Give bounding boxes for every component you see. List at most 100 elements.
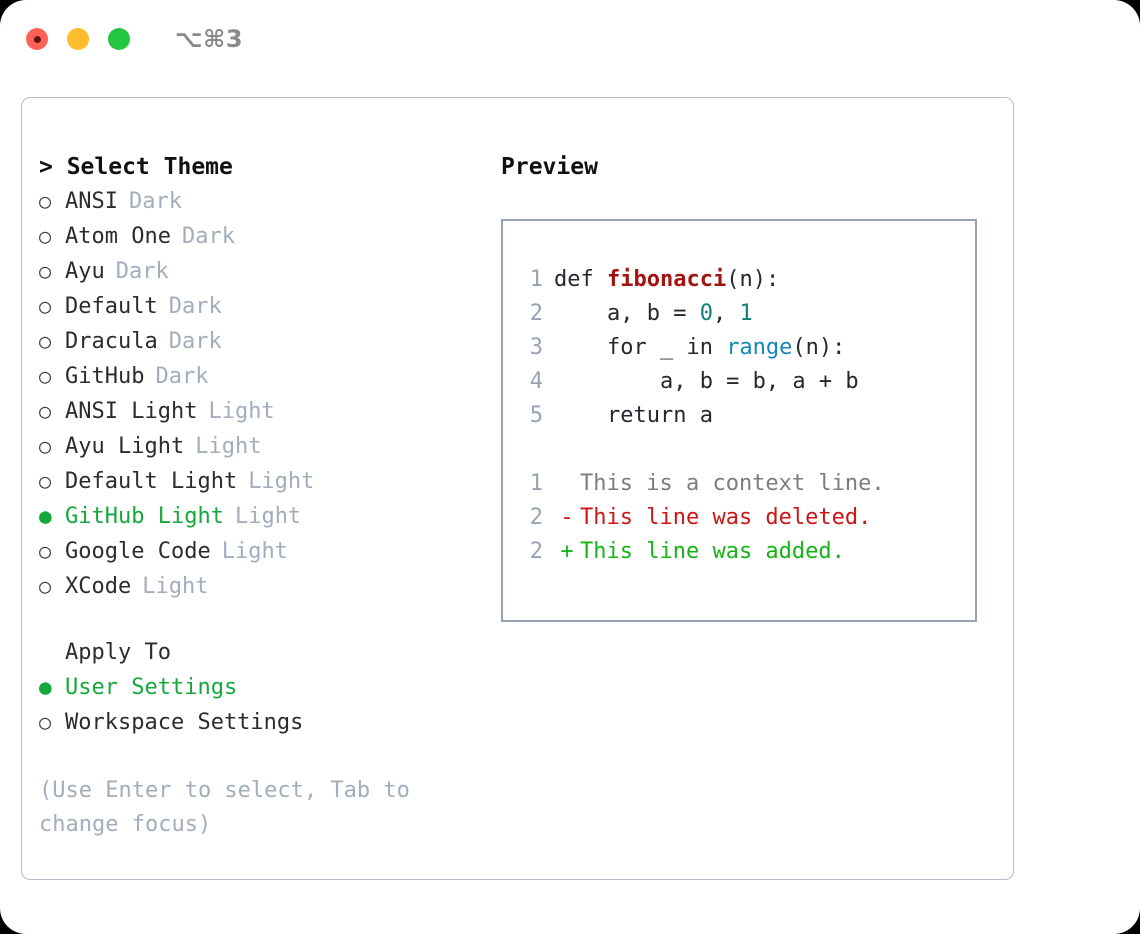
theme-option-8[interactable]: ○ Default Light Light [39,464,489,499]
theme-variant-tag: Light [221,539,288,564]
theme-variant-tag: Light [234,504,302,529]
theme-option-2[interactable]: ○ Ayu Dark [39,254,489,289]
theme-option-6[interactable]: ○ ANSI Light Light [39,394,489,429]
code-token-plain: def [554,267,607,292]
code-token-plain: (n): [726,267,780,292]
line-number: 1 [529,471,543,496]
line-number: 4 [529,369,543,394]
code-token-plain: for _ in [554,335,727,360]
theme-variant-tag: Dark [168,294,222,319]
keyboard-shortcut-label: ⌥⌘3 [175,25,244,53]
radio-unselected-icon: ○ [39,539,52,563]
theme-variant-tag: Dark [115,259,169,284]
diff-line-del: 2-This line was deleted. [503,501,975,535]
apply-to-header: Apply To [65,640,171,665]
apply-to-option-1[interactable]: ○ Workspace Settings [39,705,489,740]
preview-header: Preview [501,154,598,180]
apply-to-option-list: ● User Settings ○ Workspace Settings [39,670,489,740]
radio-unselected-icon: ○ [39,434,52,458]
theme-option-label: Dracula [65,329,158,354]
diff-line-context: 1 This is a context line. [503,467,975,501]
theme-option-label: Google Code [65,539,211,564]
theme-option-label: ANSI Light [65,399,198,424]
theme-option-label: XCode [65,574,132,599]
code-token-plain: a, b = [554,301,700,326]
radio-unselected-icon: ○ [39,710,52,734]
radio-unselected-icon: ○ [39,399,52,423]
radio-unselected-icon: ○ [39,224,52,248]
code-line: 2 a, b = 0, 1 [503,297,975,331]
theme-option-label: ANSI [65,189,118,214]
line-number: 2 [529,301,543,326]
theme-option-0[interactable]: ○ ANSI Dark [39,184,489,219]
diff-sample: 1 This is a context line.2-This line was… [503,467,975,569]
diff-line-add: 2+This line was added. [503,535,975,569]
radio-unselected-icon: ○ [39,364,52,388]
minimize-button[interactable] [67,28,89,50]
theme-option-5[interactable]: ○ GitHub Dark [39,359,489,394]
radio-unselected-icon: ○ [39,574,52,598]
theme-option-label: Default Light [65,469,238,494]
window-controls [26,28,130,50]
theme-variant-tag: Dark [181,224,235,249]
line-number: 2 [529,539,543,564]
diff-text: This is a context line. [580,471,885,496]
diff-marker [543,467,580,501]
theme-option-10[interactable]: ○ Google Code Light [39,534,489,569]
maximize-button[interactable] [108,28,130,50]
radio-selected-icon: ● [39,504,52,528]
theme-option-11[interactable]: ○ XCode Light [39,569,489,604]
theme-option-label: Atom One [65,224,171,249]
theme-variant-tag: Light [248,469,315,494]
diff-marker: + [560,539,574,564]
code-line: 4 a, b = b, a + b [503,365,975,399]
apply-to-option-label: User Settings [65,675,238,700]
theme-option-label: Ayu [65,259,105,284]
theme-option-label: Ayu Light [65,434,185,459]
radio-unselected-icon: ○ [39,259,52,283]
title-bar: ⌥⌘3 [0,0,1140,78]
theme-variant-tag: Light [142,574,209,599]
radio-unselected-icon: ○ [39,469,52,493]
code-text: a, b = b, a + b [543,365,859,399]
radio-unselected-icon: ○ [39,189,52,213]
radio-selected-icon: ● [39,675,52,699]
theme-option-label: GitHub [65,364,145,389]
close-button[interactable] [26,28,48,50]
radio-unselected-icon: ○ [39,329,52,353]
line-number: 5 [529,403,543,428]
select-theme-header: > Select Theme [39,154,233,180]
theme-variant-tag: Dark [155,364,209,389]
theme-variant-tag: Light [208,399,275,424]
theme-option-1[interactable]: ○ Atom One Dark [39,219,489,254]
code-token-plain: a, b = b, a + b [554,369,859,394]
code-token-plain: (n): [792,335,846,360]
code-token-call: range [726,335,793,360]
line-number: 3 [529,335,543,360]
code-text: return a [543,399,713,433]
apply-to-option-0[interactable]: ● User Settings [39,670,489,705]
code-token-plain: , [712,301,740,326]
apply-to-option-label: Workspace Settings [65,710,304,735]
code-text: def fibonacci(n): [543,263,779,297]
line-number: 1 [529,267,543,292]
code-token-num: 0 [699,301,713,326]
code-token-plain: return a [554,403,713,428]
code-line: 5 return a [503,399,975,433]
diff-marker: - [560,505,574,530]
radio-unselected-icon: ○ [39,294,52,318]
theme-variant-tag: Dark [128,189,182,214]
code-text: for _ in range(n): [543,331,845,365]
